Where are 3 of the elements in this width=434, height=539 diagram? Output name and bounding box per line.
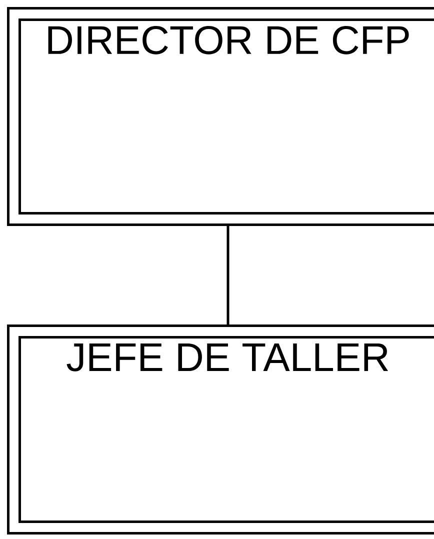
connector-line — [226, 226, 230, 324]
box: JEFE DE TALLER — [7, 324, 434, 534]
box: DIRECTOR DE CFP — [7, 7, 434, 226]
